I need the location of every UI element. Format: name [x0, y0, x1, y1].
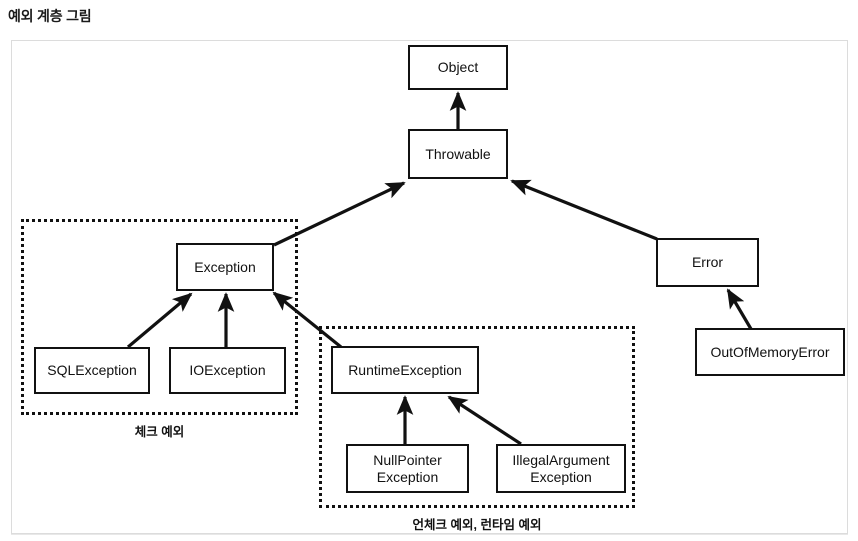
node-sqlexception[interactable]: SQLException	[34, 347, 150, 394]
group-box-unchecked	[319, 326, 635, 508]
node-error[interactable]: Error	[656, 238, 759, 287]
node-exception[interactable]: Exception	[176, 243, 274, 291]
node-nullpointerexception[interactable]: NullPointer Exception	[346, 444, 469, 493]
node-throwable[interactable]: Throwable	[408, 129, 508, 179]
group-label-unchecked: 언체크 예외, 런타임 예외	[412, 518, 542, 532]
node-illegalargumentexception[interactable]: IllegalArgument Exception	[496, 444, 626, 493]
group-label-checked: 체크 예외	[134, 425, 185, 439]
node-ioexception[interactable]: IOException	[169, 347, 286, 394]
edge-outofmemoryerror-to-error	[726, 288, 753, 330]
node-object[interactable]: Object	[408, 45, 508, 90]
node-runtimeexception[interactable]: RuntimeException	[331, 346, 479, 394]
node-outofmemoryerror[interactable]: OutOfMemoryError	[695, 328, 845, 376]
page-title: 예외 계층 그림	[8, 8, 92, 24]
edge-error-to-throwable	[510, 179, 658, 241]
